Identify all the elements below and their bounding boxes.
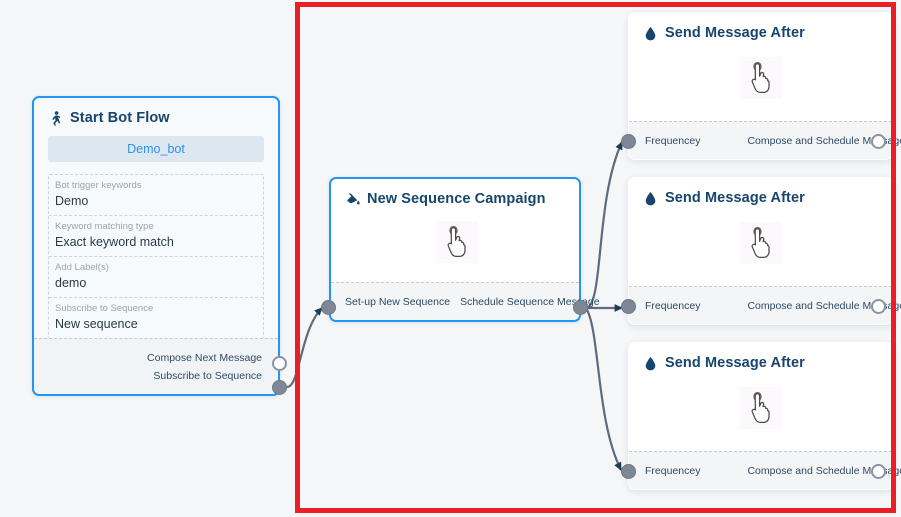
output-label-compose-and-schedule-message: Compose and Schedule Message xyxy=(747,464,901,477)
node-send-message-after-3-title: Send Message After xyxy=(665,355,805,371)
output-label-compose-and-schedule-message: Compose and Schedule Message xyxy=(747,299,901,312)
node-send-message-after-3[interactable]: Send Message After Frequencey Compose an… xyxy=(628,342,901,490)
field-value: Demo xyxy=(55,194,89,208)
input-label-set-up-new-sequence: Set-up New Sequence xyxy=(345,295,451,308)
output-label-subscribe-to-sequence: Subscribe to Sequence xyxy=(153,369,262,382)
edge-start-to-sequence xyxy=(286,307,323,389)
field-value: New sequence xyxy=(55,317,138,331)
field-subscribe-to-sequence[interactable]: Subscribe to Sequence New sequence xyxy=(49,298,263,338)
start-bot-flow-body: Demo_bot Bot trigger keywords Demo Keywo… xyxy=(34,136,278,339)
pointing-hand-cursor-icon xyxy=(436,221,478,263)
node-send-message-after-2-header: Send Message After xyxy=(629,178,892,206)
node-start-bot-flow-header: Start Bot Flow xyxy=(34,98,278,126)
field-add-labels[interactable]: Add Label(s) demo xyxy=(49,257,263,298)
field-label: Bot trigger keywords xyxy=(55,180,142,191)
edge-sequence-to-card-3 xyxy=(585,307,622,471)
output-port-compose-and-schedule-message-2[interactable] xyxy=(871,299,886,314)
running-person-icon xyxy=(48,110,63,126)
node-send-message-after-1-header: Send Message After xyxy=(629,13,892,41)
input-port-frequencey-3[interactable] xyxy=(621,464,636,479)
node-start-bot-flow[interactable]: Start Bot Flow Demo_bot Bot trigger keyw… xyxy=(32,96,280,396)
send-message-after-3-port-bar: Frequencey Compose and Schedule Message xyxy=(629,451,901,489)
output-port-compose-and-schedule-message-1[interactable] xyxy=(871,134,886,149)
field-label: Keyword matching type xyxy=(55,221,154,232)
node-send-message-after-2-title: Send Message After xyxy=(665,190,805,206)
node-start-bot-flow-title: Start Bot Flow xyxy=(70,110,170,126)
field-value: demo xyxy=(55,276,87,290)
node-send-message-after-2[interactable]: Send Message After Frequencey Compose an… xyxy=(628,177,901,325)
start-bot-flow-output-bar: Compose Next Message Subscribe to Sequen… xyxy=(34,338,278,394)
bot-name-pill[interactable]: Demo_bot xyxy=(48,136,264,162)
input-label-frequencey: Frequencey xyxy=(645,134,701,147)
input-port-frequencey-2[interactable] xyxy=(621,299,636,314)
node-new-sequence-campaign-header: New Sequence Campaign xyxy=(331,179,579,207)
field-bot-trigger-keywords[interactable]: Bot trigger keywords Demo xyxy=(49,175,263,216)
water-droplet-icon xyxy=(643,355,658,371)
node-send-message-after-1-title: Send Message After xyxy=(665,25,805,41)
node-new-sequence-campaign[interactable]: New Sequence Campaign Set-up New Sequenc… xyxy=(329,177,600,322)
field-keyword-matching-type[interactable]: Keyword matching type Exact keyword matc… xyxy=(49,216,263,257)
pointing-hand-cursor-icon xyxy=(740,222,782,264)
output-port-compose-and-schedule-message-3[interactable] xyxy=(871,464,886,479)
send-message-after-2-port-bar: Frequencey Compose and Schedule Message xyxy=(629,286,901,324)
water-droplet-icon xyxy=(643,25,658,41)
input-label-frequencey: Frequencey xyxy=(645,464,701,477)
field-label: Add Label(s) xyxy=(55,262,109,273)
paint-pour-icon xyxy=(345,191,360,207)
node-send-message-after-1[interactable]: Send Message After Frequencey Compose an… xyxy=(628,12,901,160)
output-port-compose-next-message[interactable] xyxy=(272,356,287,371)
output-label-compose-and-schedule-message: Compose and Schedule Message xyxy=(747,134,901,147)
node-new-sequence-campaign-title: New Sequence Campaign xyxy=(367,191,546,207)
output-label-compose-next-message: Compose Next Message xyxy=(147,351,262,364)
input-label-frequencey: Frequencey xyxy=(645,299,701,312)
send-message-after-1-port-bar: Frequencey Compose and Schedule Message xyxy=(629,121,901,159)
input-port-set-up-new-sequence[interactable] xyxy=(321,300,336,315)
pointing-hand-cursor-icon xyxy=(740,57,782,99)
edge-sequence-to-card-1 xyxy=(585,141,623,310)
pointing-hand-cursor-icon xyxy=(740,387,782,429)
output-port-schedule-sequence-message[interactable] xyxy=(573,300,588,315)
water-droplet-icon xyxy=(643,190,658,206)
input-port-frequencey-1[interactable] xyxy=(621,134,636,149)
output-port-subscribe-to-sequence[interactable] xyxy=(272,380,287,395)
field-value: Exact keyword match xyxy=(55,235,174,249)
field-label: Subscribe to Sequence xyxy=(55,303,154,314)
new-sequence-campaign-port-bar: Set-up New Sequence Schedule Sequence Me… xyxy=(331,282,600,320)
node-send-message-after-3-header: Send Message After xyxy=(629,343,892,371)
bot-field-group: Bot trigger keywords Demo Keyword matchi… xyxy=(48,174,264,339)
output-label-schedule-sequence-message: Schedule Sequence Message xyxy=(460,295,600,308)
